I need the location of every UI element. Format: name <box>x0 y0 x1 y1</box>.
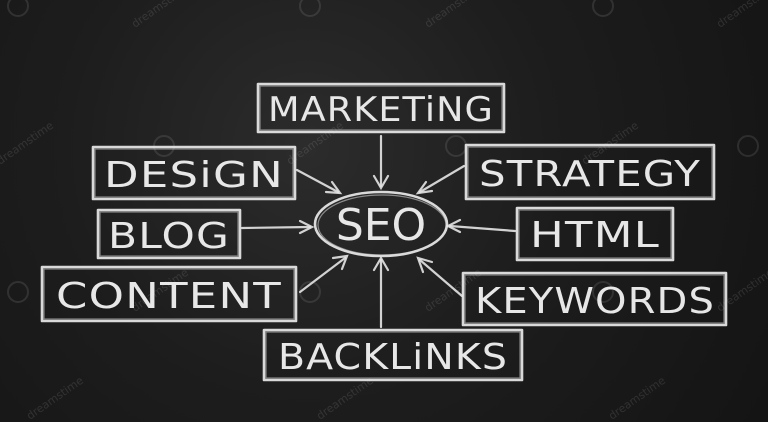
watermark-text: dreamstime <box>714 0 768 30</box>
arrow-backlinks-to-seo <box>372 255 390 329</box>
watermark-text: dreamstime <box>24 374 86 422</box>
arrow-design-to-seo <box>295 168 343 195</box>
marketing-label: MARKETiNG <box>268 90 494 130</box>
backlinks-label: BACKLiNKS <box>278 337 508 378</box>
watermark-text: dreamstime <box>0 119 56 168</box>
design-label: DESiGN <box>104 155 284 196</box>
keywords-label: KEYWORDS <box>475 281 715 322</box>
arrow-blog-to-seo <box>240 219 315 235</box>
html-node: HTML <box>515 206 675 262</box>
html-label: HTML <box>530 215 660 256</box>
arrow-content-to-seo <box>298 254 349 294</box>
arrow-keywords-to-seo <box>416 256 464 298</box>
arrow-html-to-seo <box>445 218 517 234</box>
design-node: DESiGN <box>91 145 297 201</box>
strategy-label: STRATEGY <box>479 154 701 195</box>
content-node: CONTENT <box>40 265 298 323</box>
marketing-node: MARKETiNG <box>256 82 506 134</box>
watermark-text: dreamstime <box>422 0 484 30</box>
blog-node: BLOG <box>96 208 242 260</box>
watermark-text: dreamstime <box>606 374 668 422</box>
keywords-node: KEYWORDS <box>461 271 728 327</box>
backlinks-node: BACKLiNKS <box>262 328 524 382</box>
seo-node: SEO <box>313 190 449 258</box>
arrow-strategy-to-seo <box>415 164 466 195</box>
strategy-node: STRATEGY <box>464 143 716 201</box>
blog-label: BLOG <box>108 216 230 257</box>
seo-label: SEO <box>336 200 426 251</box>
arrows <box>240 134 517 329</box>
watermark-text: dreamstime <box>129 0 191 30</box>
arrow-marketing-to-seo <box>372 134 390 191</box>
content-label: CONTENT <box>56 276 282 317</box>
